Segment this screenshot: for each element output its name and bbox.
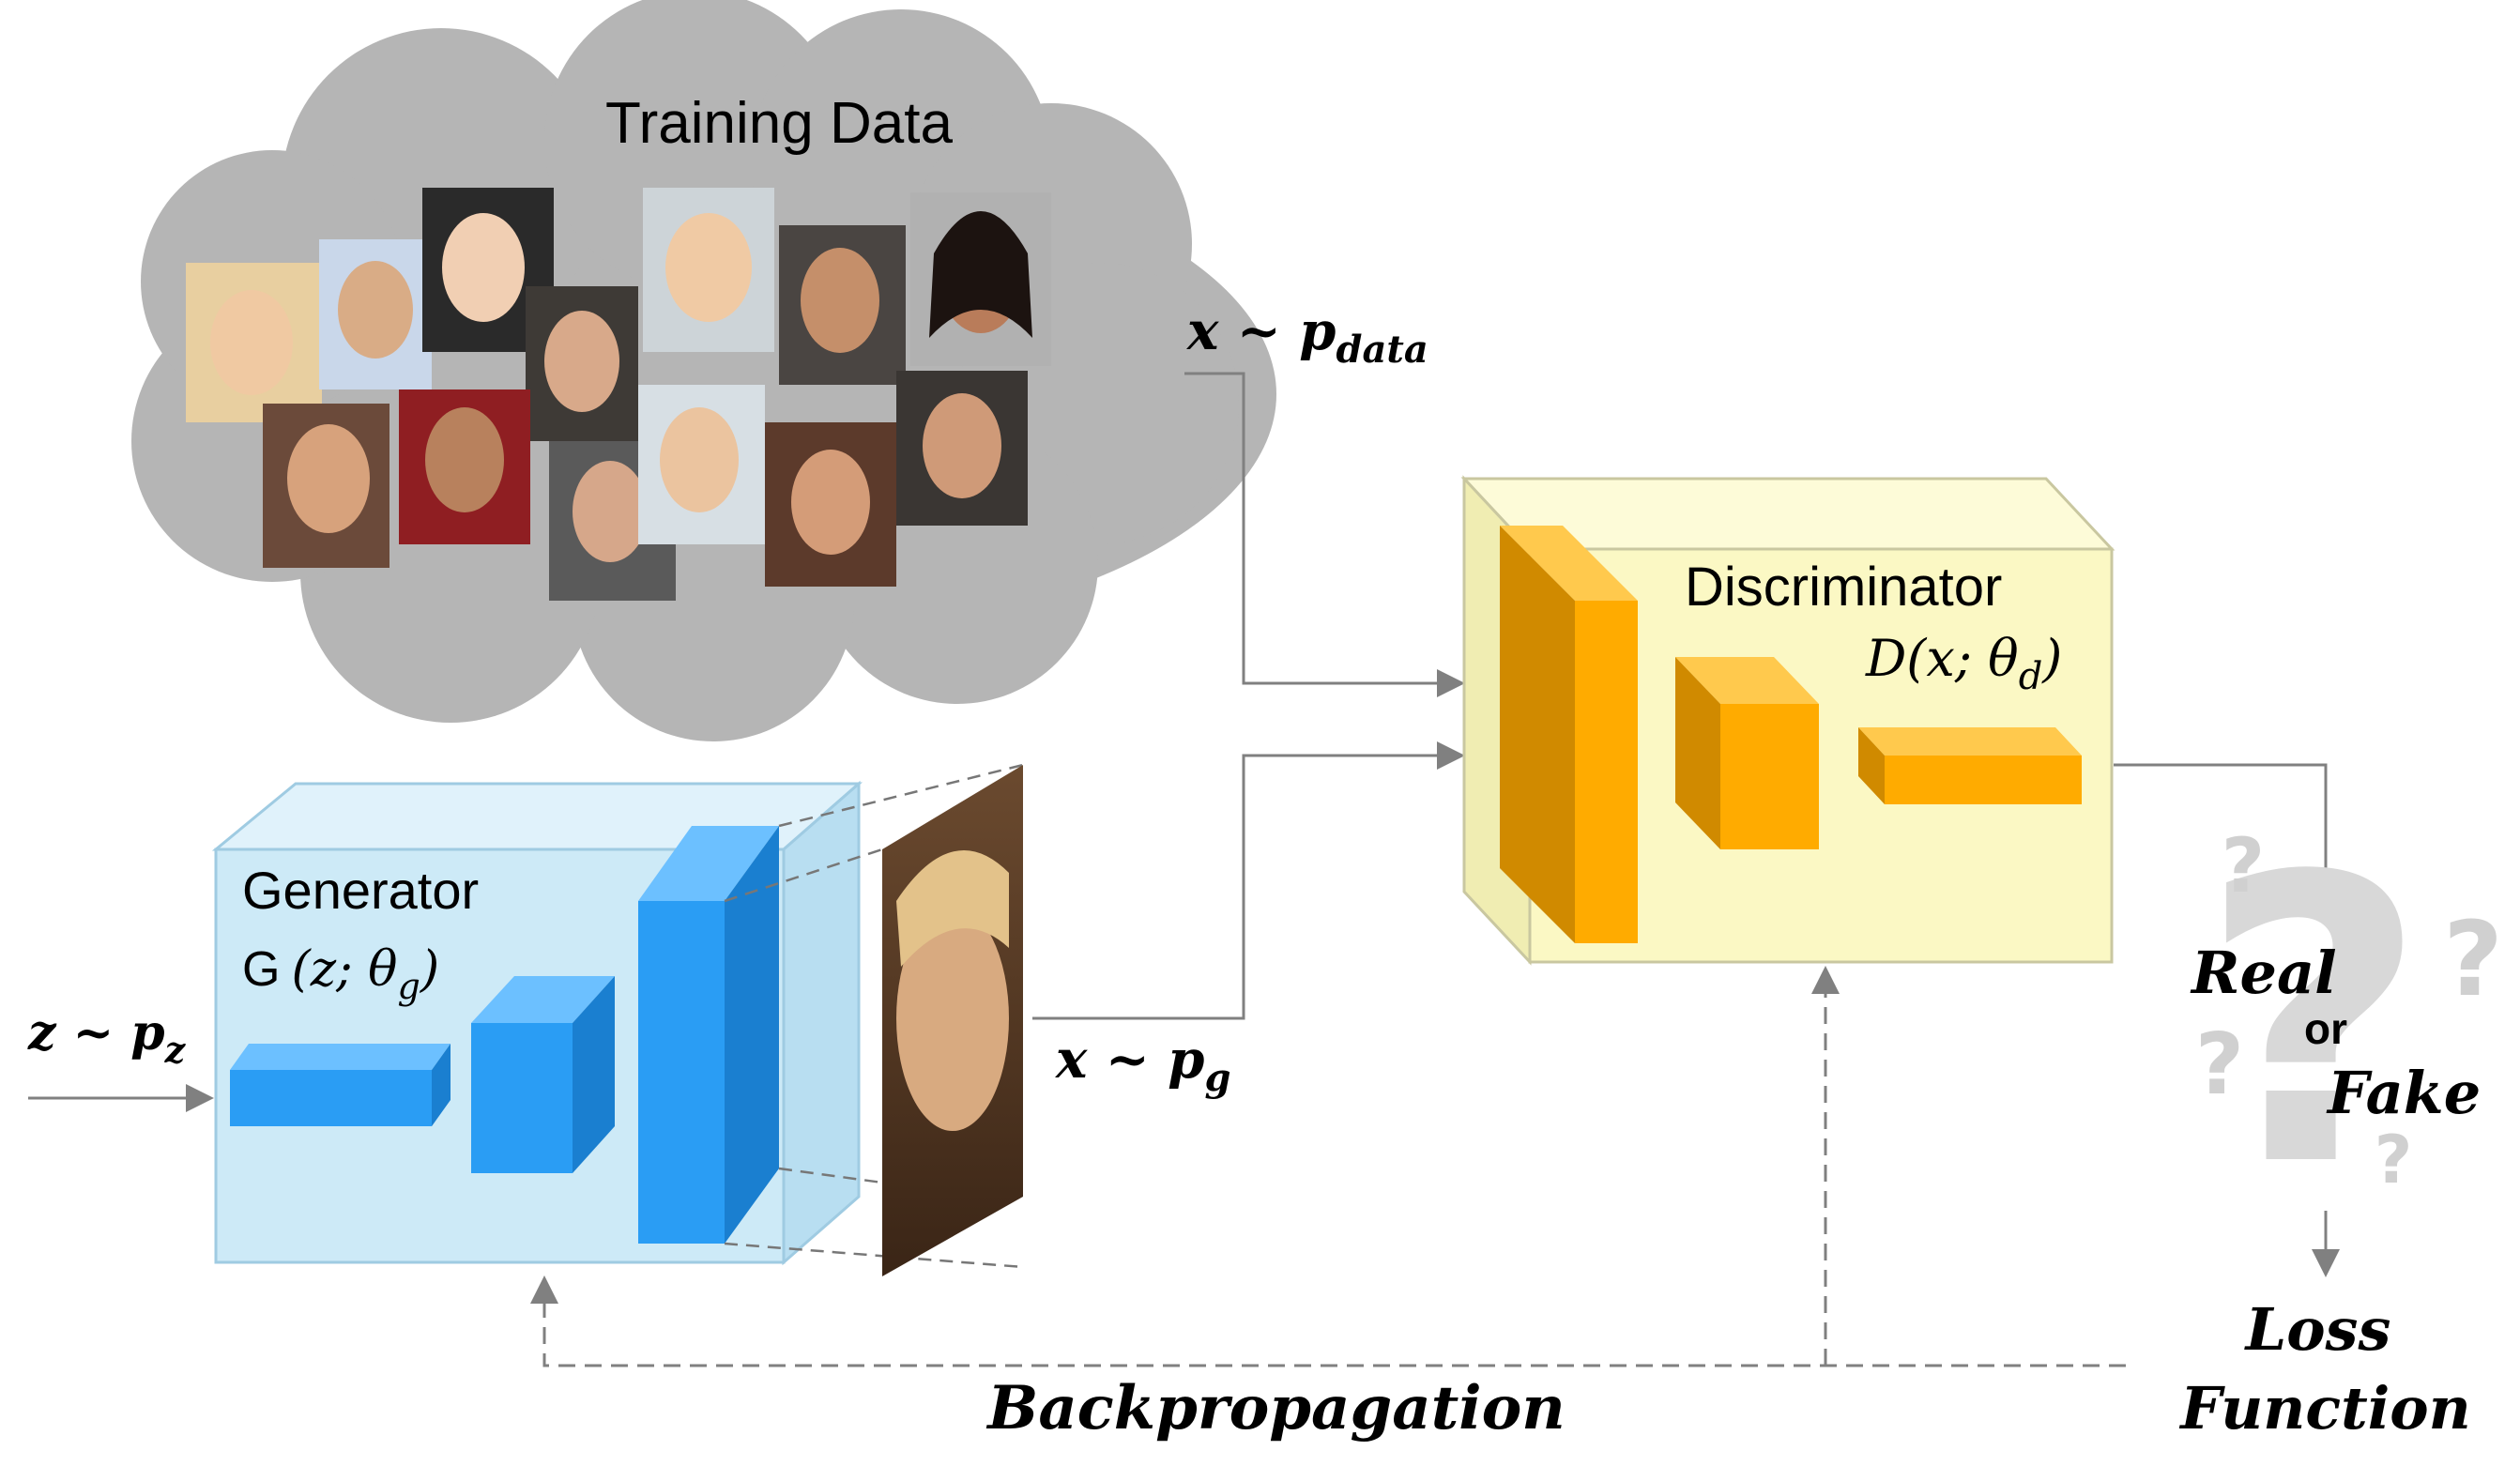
generator-projection-lines (724, 763, 1024, 1269)
svg-text:?: ? (2195, 1016, 2244, 1114)
face-photo (779, 225, 906, 385)
face-photo (643, 188, 774, 352)
discriminator-block: Discriminator D(x; θd) (1460, 475, 2115, 966)
generator-layer-2 (471, 976, 615, 1173)
discriminator-fn-close: ) (2041, 629, 2062, 688)
loss-label-line1: Loss (2244, 1295, 2391, 1364)
training-data-cloud: Training Data (131, 0, 1276, 741)
face-photo (319, 239, 432, 389)
generator-fn-close: ) (420, 941, 439, 998)
backpropagation-paths (530, 966, 2126, 1367)
discriminator-output-arrow (2114, 763, 2340, 902)
face-photo (896, 371, 1028, 526)
face-photo (186, 263, 322, 422)
face-photo (765, 422, 896, 587)
generated-sample-main: x ~ p (1055, 1029, 1204, 1091)
real-sample-main: x ~ p (1186, 300, 1336, 362)
training-data-title: Training Data (605, 91, 953, 156)
discriminator-layer-2 (1675, 657, 1819, 849)
generator-block: Generator G(z; θg) (211, 780, 863, 1266)
noise-sub: z (164, 1029, 187, 1071)
discriminator-fn-sub: d (2019, 655, 2043, 698)
generator-layer-1 (230, 1044, 451, 1126)
real-sample-sub: data (1336, 328, 1428, 372)
generated-sample-sub: g (1204, 1056, 1230, 1100)
loss-label-line2: Function (2178, 1374, 2470, 1443)
backpropagation-label: Backpropagation (985, 1373, 1565, 1443)
generator-fn-prefix: G (242, 942, 280, 997)
face-photo (526, 286, 638, 441)
fake-label: Fake (2326, 1059, 2481, 1127)
svg-text:?: ? (2375, 1122, 2413, 1199)
generated-face-image (882, 765, 1023, 1276)
real-sample-label: x ~ pdata (1186, 300, 1428, 372)
face-photo (399, 389, 530, 544)
real-data-arrow (1184, 372, 1465, 697)
noise-main: z ~ p (27, 1004, 165, 1061)
face-photo (263, 404, 389, 568)
generator-fn-sub: g (398, 966, 420, 1007)
generator-title: Generator (242, 861, 479, 920)
noise-label: z ~ pz (27, 1004, 187, 1071)
real-label: Real (2190, 939, 2337, 1007)
face-photo (638, 385, 765, 544)
discriminator-function: D(x; θd) (1865, 629, 2062, 698)
discriminator-fn-body: D(x; θ (1865, 629, 2019, 688)
face-photo (910, 192, 1051, 366)
svg-text:?: ? (2199, 794, 2428, 1253)
generator-function: G(z; θg) (242, 941, 439, 1007)
question-mark-icon: ? ? ? ? ? (2195, 794, 2503, 1253)
generated-data-arrow (1032, 741, 1465, 1020)
discriminator-title: Discriminator (1685, 557, 2002, 618)
or-label: or (2304, 1004, 2347, 1053)
generator-fn-body: (z; θ (291, 941, 397, 998)
training-face-photos (186, 188, 1051, 601)
generated-sample-label: x ~ pg (1055, 1029, 1230, 1100)
svg-text:?: ? (2443, 899, 2503, 1019)
discriminator-layer-3 (1858, 727, 2082, 804)
svg-text:?: ? (2222, 822, 2265, 909)
generator-layer-3 (638, 826, 779, 1244)
discriminator-layer-1 (1500, 526, 1638, 943)
